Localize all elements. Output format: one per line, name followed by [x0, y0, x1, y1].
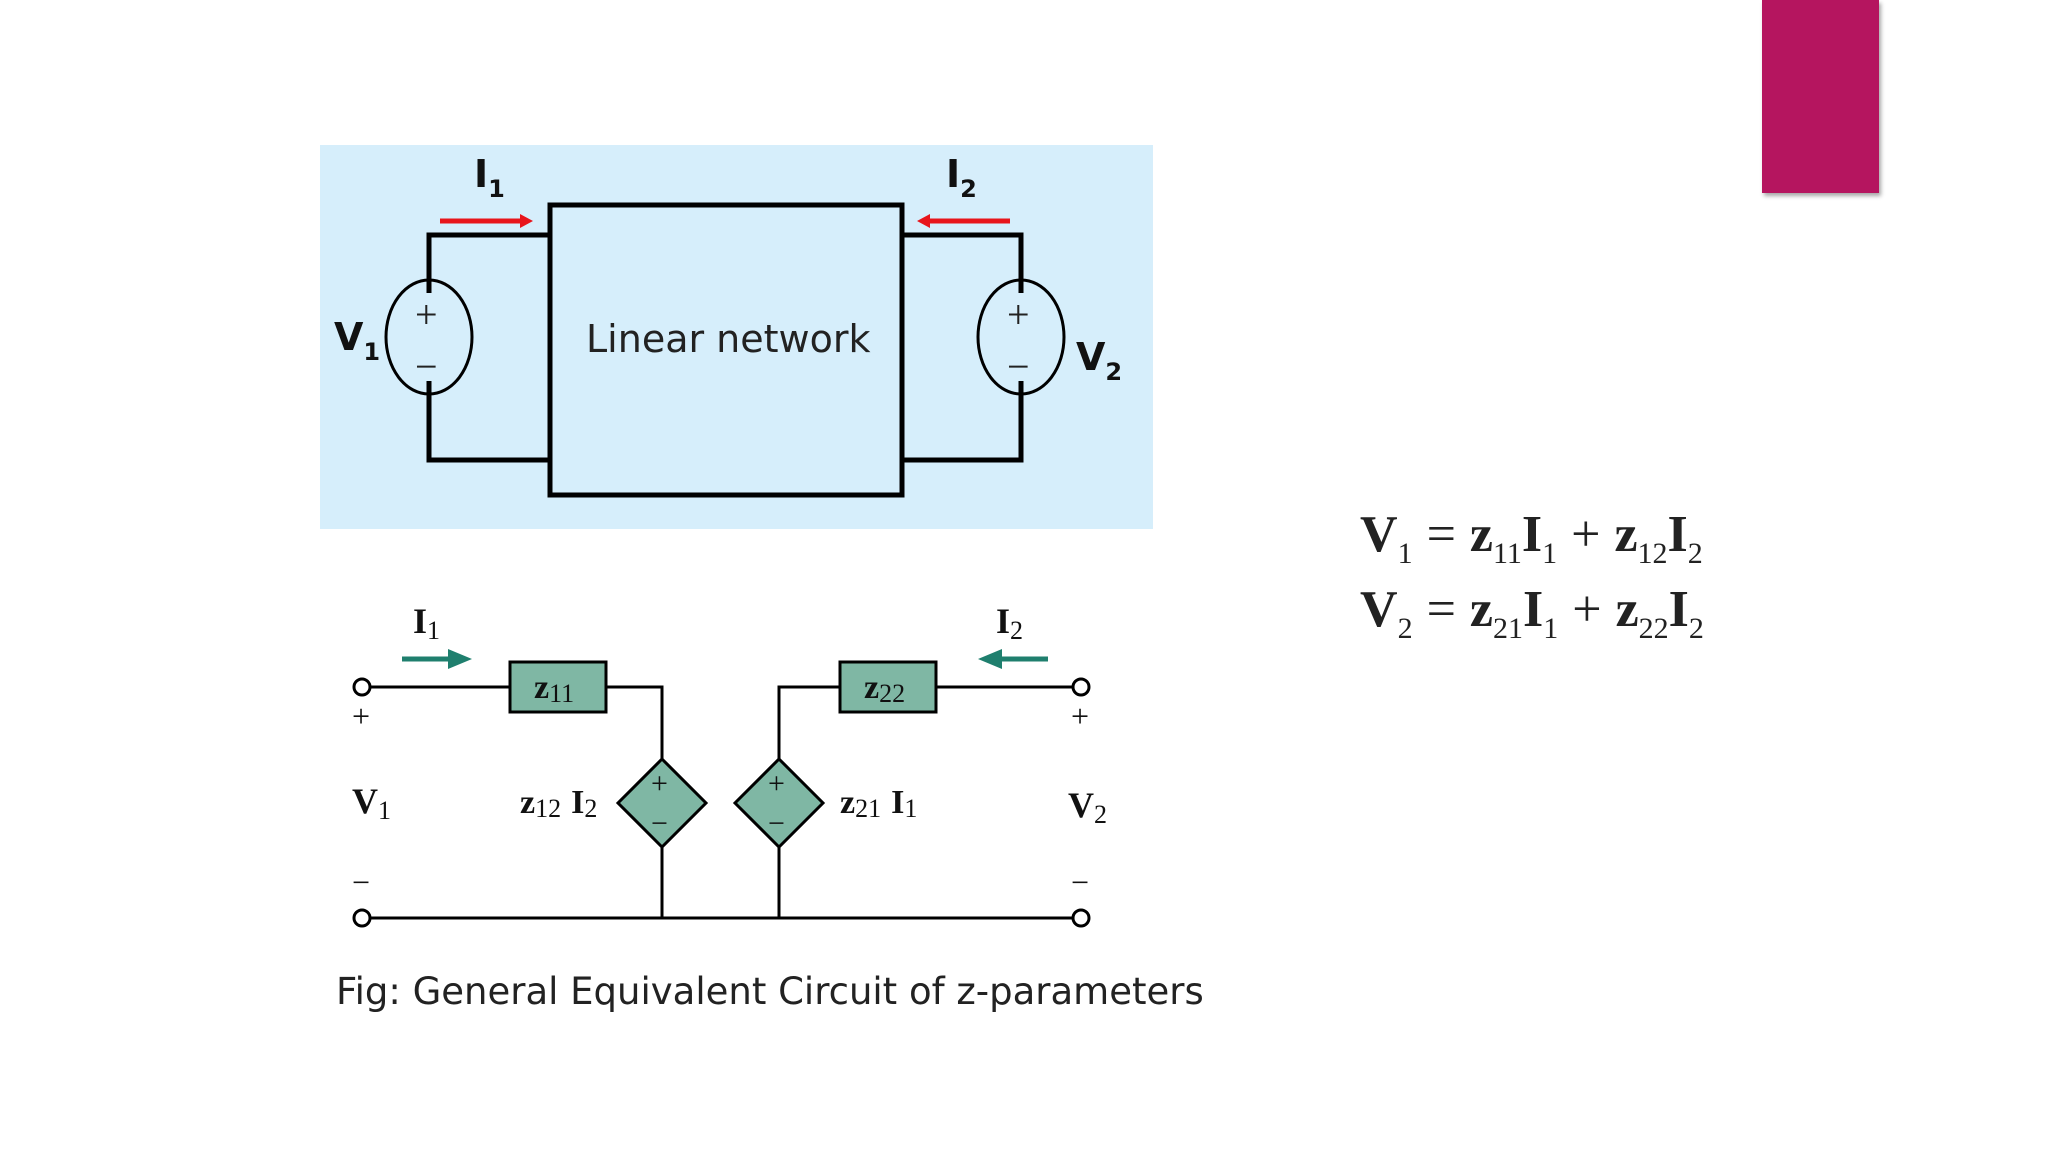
impedance-z22-label: z22 — [864, 669, 905, 708]
right-source-minus: − — [1007, 344, 1030, 389]
terminal-left-plus: + — [352, 698, 370, 734]
left-wire-top — [426, 232, 550, 293]
equation-v2: V2=z21I1+z22I2 — [1360, 581, 1704, 645]
right-source-plus: + — [1007, 292, 1030, 337]
terminal-bottom-right — [1071, 908, 1091, 928]
wire-source-to-z22 — [777, 685, 840, 759]
current-arrow-left — [402, 649, 472, 669]
terminal-top-right — [1071, 677, 1091, 697]
wire-z11-to-source — [606, 685, 664, 759]
terminal-left-minus: − — [352, 864, 370, 900]
voltage-label-v1: V1 — [334, 315, 380, 366]
current-label-i1: I1 — [413, 601, 440, 645]
diagram-background — [320, 145, 1153, 529]
left-voltage-source — [384, 278, 474, 396]
linear-network-diagram: Linear network + − + − I1 I2 V1 V2 — [320, 145, 1153, 529]
right-voltage-source — [976, 278, 1066, 396]
current-arrow-left — [440, 214, 533, 228]
network-box — [547, 202, 905, 498]
terminal-bottom-left — [352, 908, 372, 928]
current-label-i2: I2 — [946, 152, 977, 203]
current-label-i1: I1 — [474, 152, 505, 203]
network-box-label: Linear network — [586, 317, 871, 361]
dep-right-minus: − — [768, 807, 785, 840]
left-wire-bottom — [426, 381, 550, 463]
terminal-right-minus: − — [1071, 864, 1089, 900]
voltage-label-v1: V1 — [352, 781, 391, 825]
impedance-z11 — [508, 660, 608, 714]
voltage-label-v2: V2 — [1068, 785, 1107, 829]
dependent-source-right — [732, 756, 826, 850]
accent-bar — [1762, 0, 1879, 193]
right-wire-bottom — [902, 381, 1024, 463]
terminal-top-left — [352, 677, 372, 697]
current-arrow-right — [978, 649, 1048, 669]
equation-v1: V1=z11I1+z12I2 — [1360, 506, 1703, 570]
current-label-i2: I2 — [996, 601, 1023, 645]
terminal-right-plus: + — [1071, 698, 1089, 734]
impedance-z22 — [838, 660, 938, 714]
dep-right-plus: + — [768, 767, 785, 800]
dep-left-minus: − — [651, 807, 668, 840]
left-source-minus: − — [415, 344, 438, 389]
dependent-source-left — [615, 756, 709, 850]
dep-left-plus: + — [651, 767, 668, 800]
voltage-label-v2: V2 — [1076, 335, 1122, 386]
impedance-z11-label: z11 — [534, 669, 574, 708]
right-wire-top — [902, 232, 1024, 293]
left-source-plus: + — [415, 292, 438, 337]
figure-caption: Fig: General Equivalent Circuit of z-par… — [336, 970, 1204, 1013]
current-arrow-right — [917, 214, 1010, 228]
